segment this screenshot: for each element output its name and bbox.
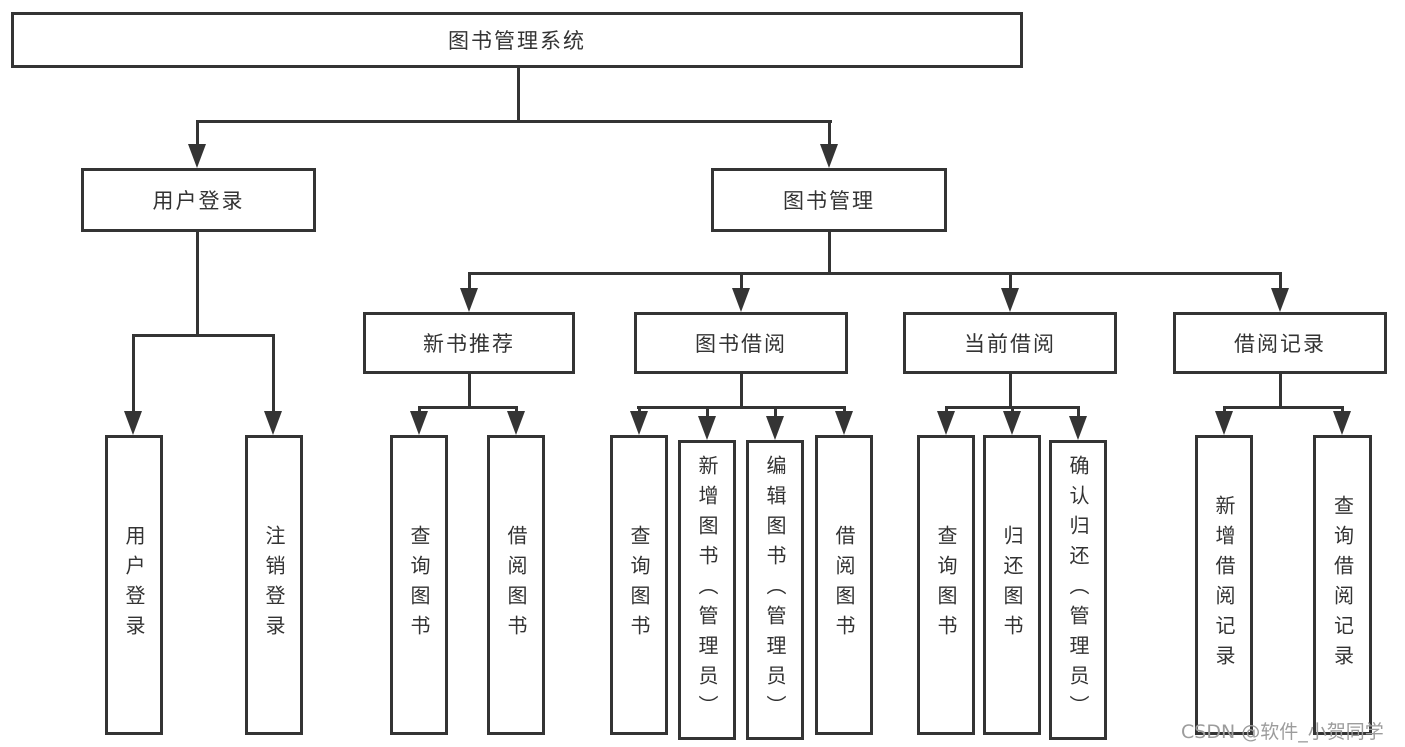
- leaf-user-login: 用户登录: [105, 435, 163, 735]
- leaf-cb-query-books-label: 查询图书: [934, 525, 958, 645]
- arrowhead-br-add-record: [1215, 411, 1233, 435]
- connector-book-borrow-drop: [740, 272, 743, 292]
- leaf-bb-add-books-admin-label: 新增图书（管理员）: [695, 455, 719, 725]
- connector-root-stem: [517, 68, 520, 121]
- connector-bb-edit-drop: [774, 406, 777, 419]
- connector-bb-add-drop: [706, 406, 709, 419]
- connector-book-borrow-stem: [740, 374, 743, 408]
- arrowhead-bb-query-books: [630, 411, 648, 435]
- leaf-nb-query-books: 查询图书: [390, 435, 448, 735]
- node-user-login-label: 用户登录: [152, 189, 245, 213]
- connector-root-hline: [196, 120, 832, 123]
- arrowhead-nb-query-books: [410, 411, 428, 435]
- leaf-cb-return-books: 归还图书: [983, 435, 1041, 735]
- connector-user-login-hline: [132, 334, 274, 337]
- leaf-logout-label: 注销登录: [262, 525, 286, 645]
- connector-new-book-stem: [468, 374, 471, 408]
- leaf-br-add-borrow-record-label: 新增借阅记录: [1212, 495, 1236, 675]
- arrowhead-bb-edit-books: [766, 416, 784, 440]
- leaf-bb-add-books-admin: 新增图书（管理员）: [678, 440, 736, 740]
- arrowhead-current-borrowing: [1001, 288, 1019, 312]
- arrowhead-book-borrowing: [732, 288, 750, 312]
- connector-borrow-records-hline: [1223, 406, 1343, 409]
- connector-book-borrow-hline: [637, 406, 845, 409]
- connector-cb-query-drop: [945, 406, 948, 415]
- leaf-br-query-borrow-record-label: 查询借阅记录: [1330, 495, 1355, 675]
- connector-cb-confirm-drop: [1077, 406, 1080, 419]
- arrowhead-new-book-recommendation: [460, 288, 478, 312]
- node-library-management-system: 图书管理系统: [11, 12, 1023, 68]
- arrowhead-cb-return-books: [1003, 411, 1021, 435]
- node-borrowing-records: 借阅记录: [1173, 312, 1387, 374]
- leaf-br-query-borrow-record: 查询借阅记录: [1313, 435, 1372, 735]
- connector-nb-borrow-drop: [515, 406, 518, 415]
- leaf-bb-edit-books-admin: 编辑图书（管理员）: [746, 440, 804, 740]
- arrowhead-user-login: [188, 144, 206, 168]
- connector-borrow-records-stem: [1279, 374, 1282, 408]
- leaf-cb-return-books-label: 归还图书: [1000, 525, 1024, 645]
- connector-user-login-drop: [196, 120, 199, 146]
- node-book-borrowing-label: 图书借阅: [695, 332, 787, 356]
- arrowhead-cb-confirm-return: [1069, 416, 1087, 440]
- leaf-bb-borrow-books: 借阅图书: [815, 435, 873, 735]
- leaf-cb-query-books: 查询图书: [917, 435, 975, 735]
- leaf-nb-borrow-books: 借阅图书: [487, 435, 545, 735]
- node-book-management: 图书管理: [711, 168, 947, 232]
- arrowhead-borrowing-records: [1271, 288, 1289, 312]
- node-current-borrowing-label: 当前借阅: [964, 332, 1056, 356]
- leaf-cb-confirm-return-admin-label: 确认归还（管理员）: [1066, 455, 1090, 725]
- connector-new-book-hline: [418, 406, 517, 409]
- connector-bb-query-drop: [638, 406, 641, 415]
- leaf-user-login-label: 用户登录: [122, 525, 146, 645]
- node-user-login: 用户登录: [81, 168, 316, 232]
- connector-leaf-logout-drop: [272, 334, 275, 414]
- connector-new-book-drop: [468, 272, 471, 292]
- leaf-nb-borrow-books-label: 借阅图书: [504, 525, 528, 645]
- connector-book-management-drop: [828, 120, 831, 146]
- node-borrowing-records-label: 借阅记录: [1234, 332, 1326, 356]
- node-library-management-system-label: 图书管理系统: [448, 29, 586, 53]
- arrowhead-cb-query-books: [937, 411, 955, 435]
- connector-cb-return-drop: [1011, 406, 1014, 415]
- leaf-bb-borrow-books-label: 借阅图书: [832, 525, 856, 645]
- connector-bb-borrow-drop: [843, 406, 846, 415]
- node-book-borrowing: 图书借阅: [634, 312, 848, 374]
- connector-br-query-drop: [1341, 406, 1344, 415]
- leaf-bb-query-books: 查询图书: [610, 435, 668, 735]
- leaf-bb-edit-books-admin-label: 编辑图书（管理员）: [763, 455, 787, 725]
- connector-borrow-records-drop: [1279, 272, 1282, 292]
- leaf-logout: 注销登录: [245, 435, 303, 735]
- arrowhead-bb-borrow-books: [835, 411, 853, 435]
- leaf-cb-confirm-return-admin: 确认归还（管理员）: [1049, 440, 1107, 740]
- connector-nb-query-drop: [418, 406, 421, 415]
- connector-current-borrow-drop: [1009, 272, 1012, 292]
- csdn-watermark: CSDN @软件_小贺同学: [1181, 721, 1384, 743]
- arrowhead-nb-borrow-books: [507, 411, 525, 435]
- connector-book-management-hline: [468, 272, 1281, 275]
- connector-br-add-drop: [1223, 406, 1226, 415]
- arrowhead-bb-add-books: [698, 416, 716, 440]
- arrowhead-leaf-user-login: [124, 411, 142, 435]
- arrowhead-br-query-record: [1333, 411, 1351, 435]
- node-new-book-recommendation: 新书推荐: [363, 312, 575, 374]
- connector-current-borrow-stem: [1009, 374, 1012, 408]
- arrowhead-book-management: [820, 144, 838, 168]
- leaf-br-add-borrow-record: 新增借阅记录: [1195, 435, 1253, 735]
- connector-leaf-user-login-drop: [132, 334, 135, 414]
- node-new-book-recommendation-label: 新书推荐: [423, 332, 515, 356]
- node-current-borrowing: 当前借阅: [903, 312, 1117, 374]
- leaf-bb-query-books-label: 查询图书: [627, 525, 651, 645]
- arrowhead-leaf-logout: [264, 411, 282, 435]
- node-book-management-label: 图书管理: [783, 189, 875, 213]
- connector-book-management-stem: [828, 232, 831, 274]
- connector-user-login-stem: [196, 232, 199, 336]
- leaf-nb-query-books-label: 查询图书: [407, 525, 431, 645]
